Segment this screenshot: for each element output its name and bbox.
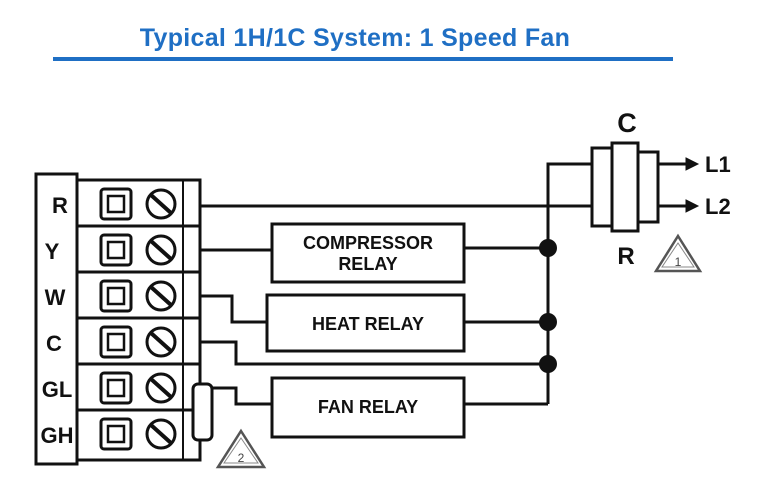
junction-dot: [539, 355, 557, 373]
heat-relay-label: HEAT RELAY: [312, 314, 424, 334]
terminal-label-y: Y: [45, 239, 60, 264]
fan-relay-label: FAN RELAY: [318, 397, 418, 417]
terminal-screw-w: [99, 279, 177, 313]
terminal-label-gh: GH: [41, 423, 74, 448]
line-outputs: [658, 157, 700, 213]
fan-relay-box: [270, 376, 466, 439]
terminal-screw-c: [99, 325, 177, 359]
gl-gh-jumper: [191, 382, 214, 442]
terminal-label-gl: GL: [42, 377, 73, 402]
wire-gl: [212, 386, 272, 406]
junction-dot: [539, 239, 557, 257]
line-label-l2: L2: [705, 194, 731, 219]
note-triangle-1: 1: [653, 233, 703, 273]
terminal-screw-y: [99, 233, 177, 267]
diagram-title: Typical 1H/1C System: 1 Speed Fan: [139, 24, 571, 52]
terminal-label-w: W: [45, 285, 66, 310]
terminal-screw-gl: [99, 371, 177, 405]
junction-dot: [539, 313, 557, 331]
wire-c: [200, 340, 548, 366]
note-triangle-2: 2: [215, 428, 267, 469]
wire-w: [200, 294, 267, 324]
compressor-relay-box: [270, 222, 466, 284]
compressor-relay-label-line2: RELAY: [338, 254, 397, 274]
terminal-label-c: C: [46, 331, 62, 356]
terminal-label-r: R: [52, 193, 68, 218]
terminal-screw-r: [99, 187, 177, 221]
terminal-screw-gh: [99, 417, 177, 451]
title-underline: [53, 57, 673, 61]
heat-relay-box: [265, 293, 466, 353]
note-number-2: 2: [238, 451, 245, 465]
compressor-relay-label-line1: COMPRESSOR: [303, 233, 433, 253]
contactor: [590, 141, 660, 233]
contactor-label-r: R: [617, 243, 634, 270]
note-number-1: 1: [675, 255, 682, 269]
terminal-screws: [99, 187, 177, 451]
line-label-l1: L1: [705, 152, 731, 177]
contactor-label-c: C: [617, 108, 637, 138]
